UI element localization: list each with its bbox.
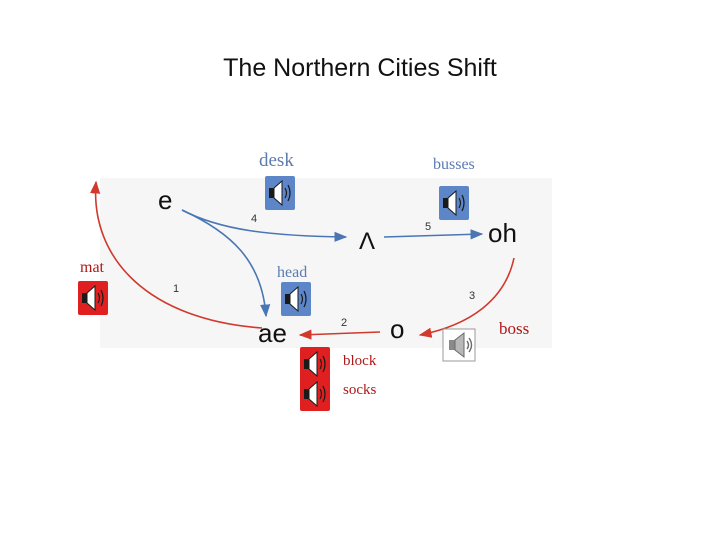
sound-speaker-button-boss[interactable] [442,328,476,362]
word-block: block [343,353,377,369]
speaker-button-mat[interactable] [78,281,108,315]
step-label-3: 3 [469,290,475,302]
arrow-ae-to-e [90,180,263,329]
arrow-e-to-ae [181,209,271,318]
speaker-icon [443,189,465,217]
word-busses: busses [433,156,475,173]
vowel-e: e [158,185,172,215]
sound-speaker-icon [442,328,476,362]
vowel-oh: oh [488,218,517,248]
page-title: The Northern Cities Shift [223,54,497,82]
speaker-icon [304,350,326,378]
speaker-icon [285,285,307,313]
word-desk: desk [259,150,294,171]
speaker-button-busses[interactable] [439,186,469,220]
vowel-o: o [390,314,404,344]
word-boss: boss [499,319,530,338]
speaker-icon [304,380,326,408]
speaker-icon [82,284,104,312]
speaker-button-head[interactable] [281,282,311,316]
speaker-button-block[interactable] [300,347,330,381]
vowel-ae: ae [258,318,287,348]
word-socks: socks [343,382,377,398]
diagram-panel [100,178,552,348]
arrow-o-to-ae [298,329,381,340]
word-mat: mat [80,259,104,276]
word-head: head [277,264,308,281]
step-label-5: 5 [425,221,431,233]
vowel-wedge: Λ [359,228,375,255]
step-label-1: 1 [173,283,179,295]
speaker-button-desk[interactable] [265,176,295,210]
arrow-oh-to-o [418,257,515,338]
step-label-4: 4 [251,213,257,225]
speaker-button-socks[interactable] [300,377,330,411]
speaker-icon [269,179,291,207]
arrow-wedge-to-oh [383,229,484,240]
step-label-2: 2 [341,317,347,329]
